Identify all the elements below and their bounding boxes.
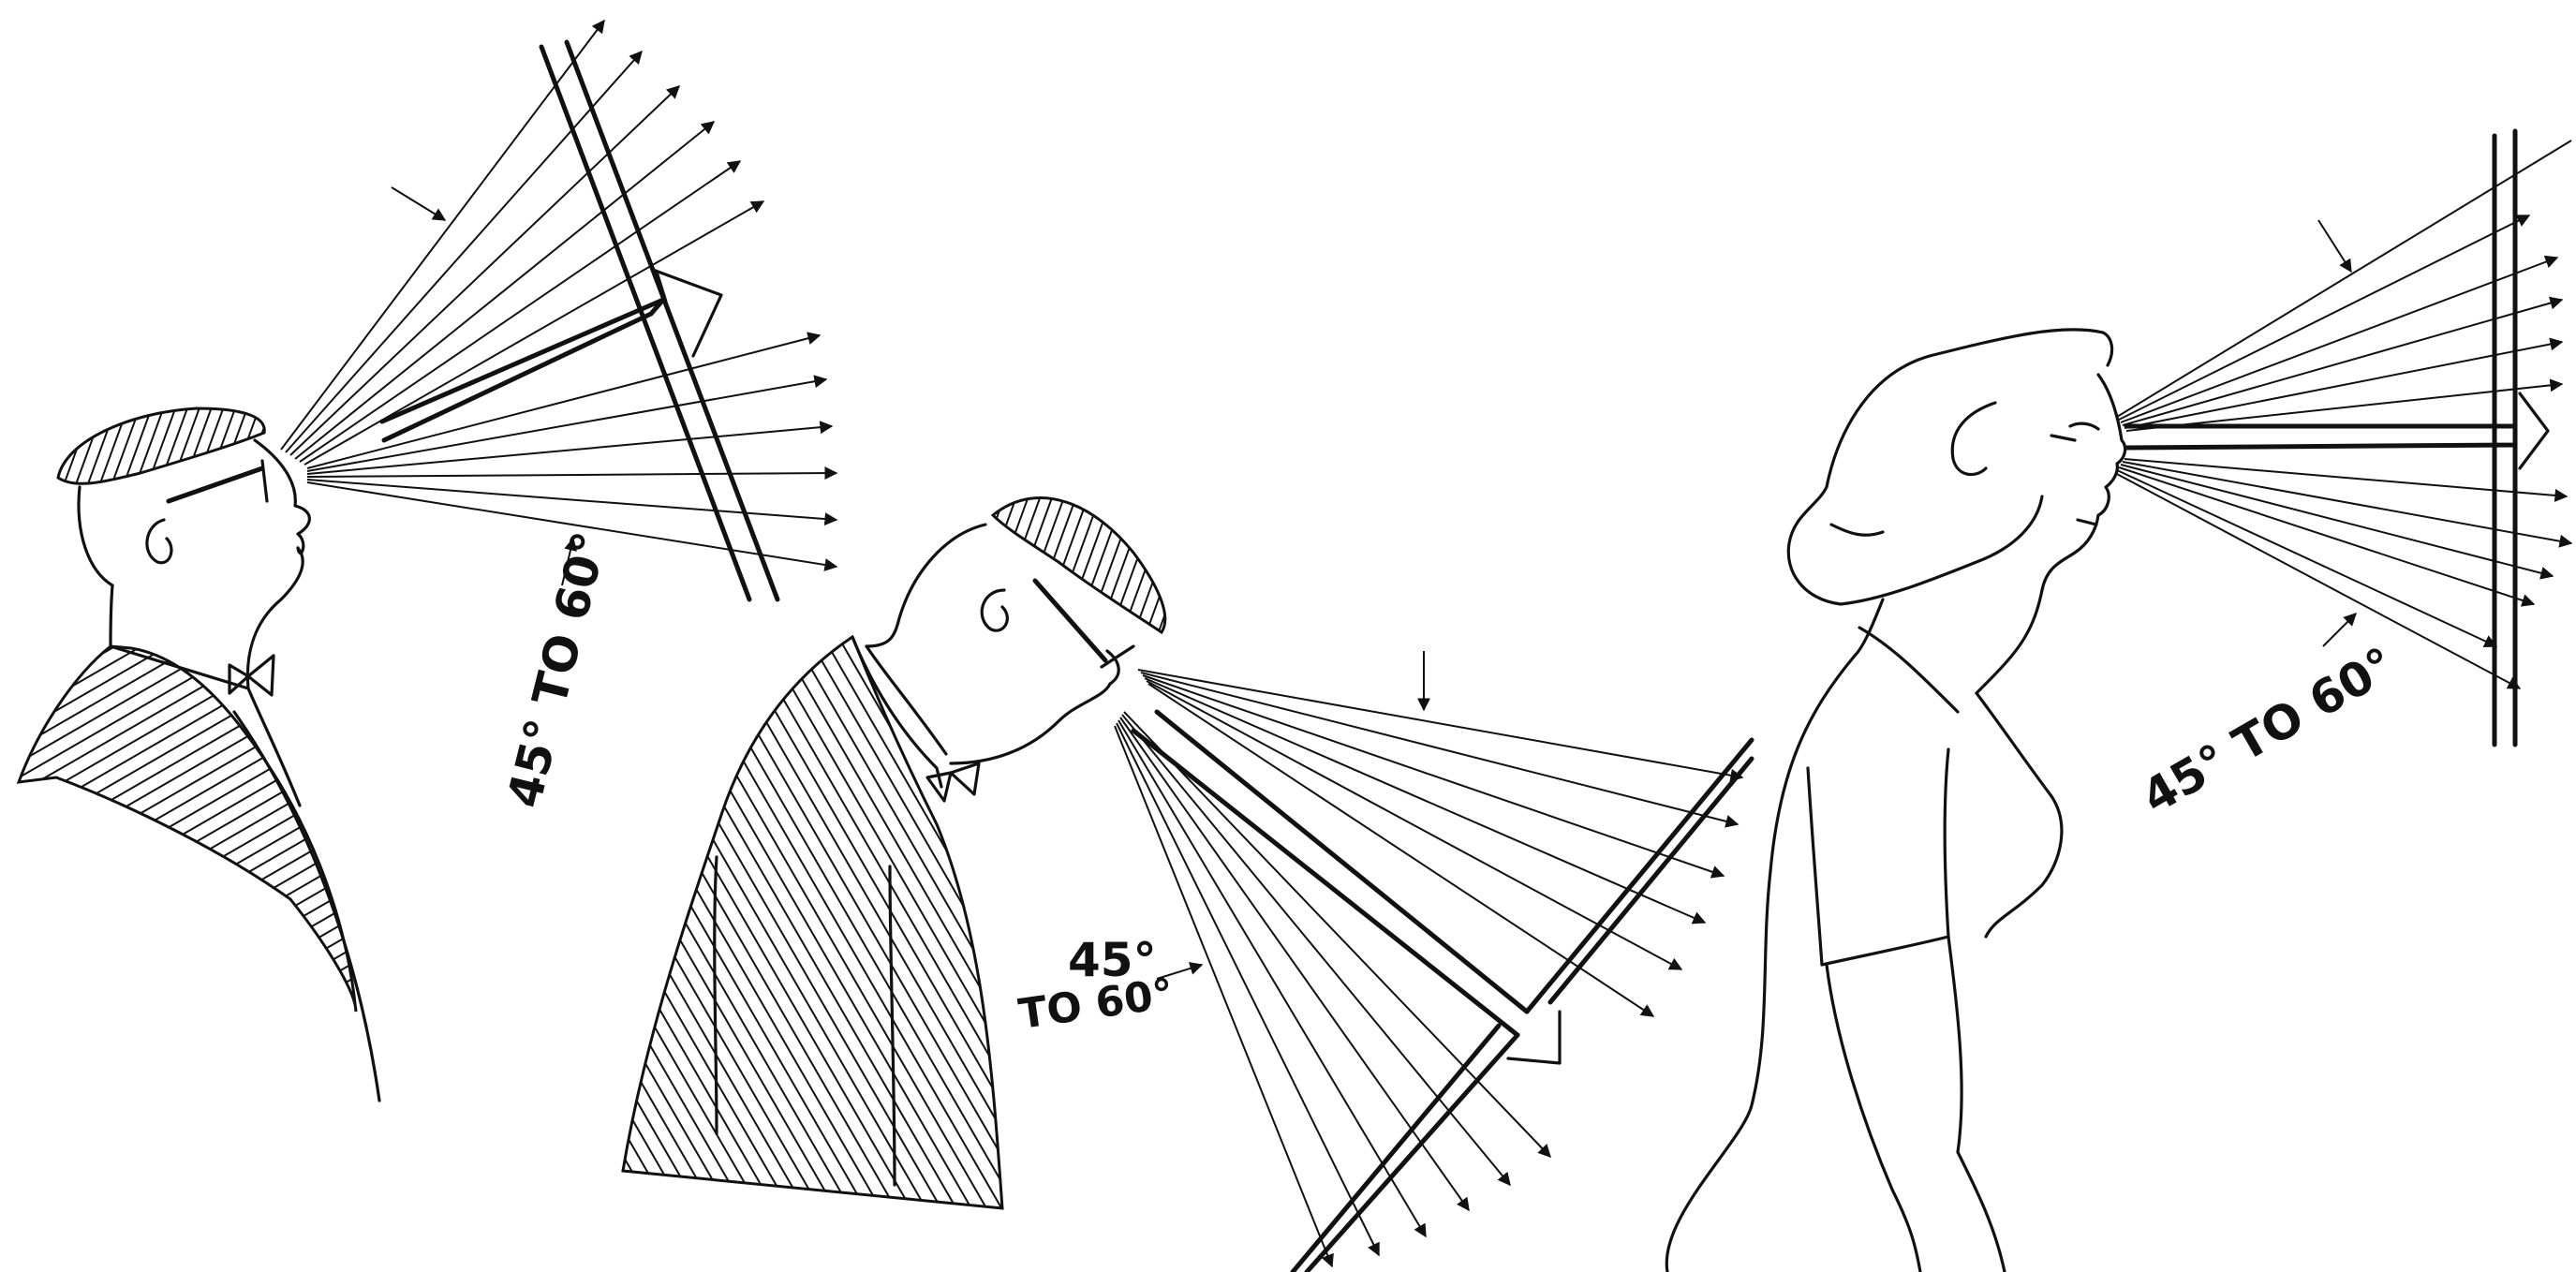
- figure-3-wall-case: [2126, 131, 2548, 745]
- figure-2-leaning-man: [623, 497, 1165, 1208]
- angle-label-3: 45° TO 60°: [2133, 637, 2404, 825]
- bow-tie-2: [927, 763, 979, 801]
- hair-2: [993, 497, 1165, 632]
- jacket-2: [623, 637, 1002, 1208]
- figure-2-sight-rays: [1115, 651, 1742, 1266]
- angle-label-2-line2: TO 60°: [1015, 969, 1176, 1039]
- figure-1-wall-case: [382, 42, 777, 599]
- figure-3-woman: [1666, 330, 2124, 1272]
- hair-1: [58, 408, 264, 483]
- figure-2-table-case: [1133, 712, 1752, 1272]
- jacket-1: [19, 646, 356, 1012]
- figure-1-sight-rays: [281, 21, 836, 585]
- figure-3-sight-rays: [2115, 141, 2571, 688]
- figure-1-standing-man: [19, 408, 379, 1101]
- hair-3: [1788, 330, 2103, 604]
- bow-tie-1: [229, 656, 274, 695]
- angle-label-1: 45° TO 60°: [496, 526, 617, 813]
